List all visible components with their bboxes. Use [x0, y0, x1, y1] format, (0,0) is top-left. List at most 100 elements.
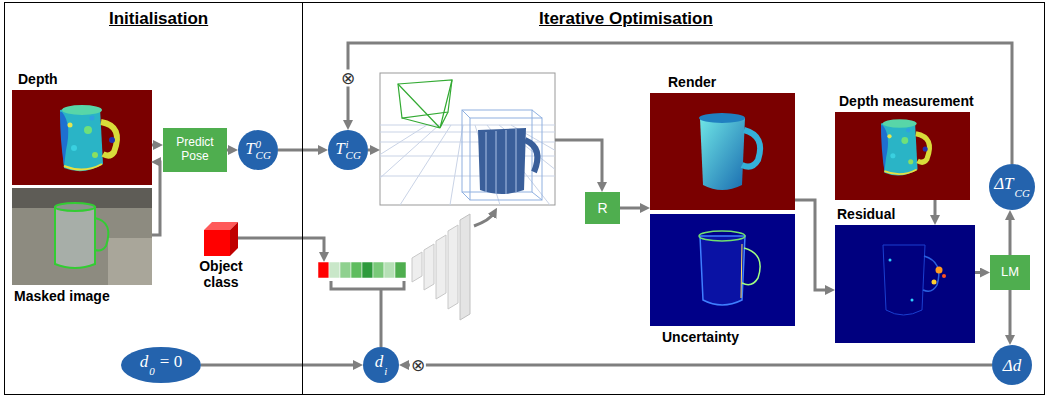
superscript: i: [346, 139, 361, 150]
multiply-symbol: ⊗: [340, 70, 356, 87]
flow-arrow: [620, 207, 644, 210]
variable-ellipse: d0= 0: [121, 347, 201, 383]
measurement-background: [835, 112, 970, 200]
frustum-edges: [398, 80, 452, 128]
variable-circle: di: [363, 347, 399, 383]
depth-background: [12, 90, 152, 185]
math-expression: ΔTCG: [994, 175, 1030, 199]
measurement-cloud: [881, 119, 929, 175]
box-label: LM: [1001, 265, 1019, 280]
bounding-box: [462, 110, 542, 200]
grid-line: [450, 125, 463, 205]
render-image: Render: [650, 93, 795, 210]
script-stack: 0CG: [256, 139, 271, 161]
code-cell: [362, 262, 373, 278]
section-heading: Iterative Optimisation: [539, 9, 713, 29]
process-box: LM: [990, 255, 1030, 290]
code-cell: [395, 262, 406, 278]
math-expression: T0CG: [245, 139, 271, 161]
box-label: R: [597, 200, 607, 216]
subscript: CG: [346, 150, 361, 161]
grid-line: [380, 125, 427, 205]
residual-background: [835, 225, 975, 343]
masked-image: Masked image: [12, 188, 152, 285]
flow-arrow: [934, 200, 937, 219]
uncertainty-rim: [699, 231, 745, 241]
variable-circle: Δd: [992, 345, 1032, 385]
decoder-layer: [460, 214, 470, 320]
flow-arrow: [795, 200, 829, 290]
decoder-layer: [448, 225, 458, 309]
math-symbol: d: [140, 352, 149, 371]
code-cell: [384, 262, 395, 278]
math-expression: TiCG: [335, 139, 361, 161]
code-cell: [351, 262, 362, 278]
grid-line: [380, 132, 555, 133]
subscript: 0: [149, 366, 155, 377]
section-panel: Iterative OptimisationTiCGdiRRenderUncer…: [302, 2, 1045, 395]
depth-cloud: [60, 105, 117, 171]
photo-mug: [55, 207, 95, 268]
photo-mug-rim: [55, 203, 95, 211]
math-expression: Δd: [1003, 357, 1021, 374]
code-bracket: [331, 281, 404, 289]
image-caption: Masked image: [14, 288, 110, 304]
view-grid: [380, 125, 555, 205]
image-caption: Depth measurement: [839, 93, 974, 109]
latent-code: [318, 262, 406, 278]
math-symbol: d: [375, 352, 384, 371]
cube-side: [230, 222, 238, 256]
decoder-wire: [474, 213, 494, 226]
uncertainty-mug: [700, 236, 745, 305]
math-symbol: ΔT: [994, 174, 1013, 193]
decoder-layer: [436, 235, 446, 299]
code-cell: [373, 262, 384, 278]
flow-arrow: [1009, 216, 1012, 255]
grid-line: [380, 156, 555, 157]
math-expression: di: [375, 353, 388, 377]
photo-paper: [108, 238, 152, 285]
math-symbol: Δd: [1003, 356, 1021, 375]
superscript: 0: [256, 139, 271, 150]
flow-arrow: [348, 43, 1012, 164]
pose-wire: [368, 149, 374, 152]
residual-handle: [923, 256, 939, 291]
grid-line: [380, 176, 555, 177]
flow-arrow: [975, 271, 984, 274]
subscript: CG: [256, 150, 271, 161]
box-edges: [462, 110, 542, 200]
section-panel: InitialisationDepthMasked imagePredict P…: [4, 2, 303, 395]
code-cell: [318, 262, 329, 278]
flow-arrow: [201, 364, 357, 367]
decoder-network: [412, 214, 470, 320]
grid-line: [380, 125, 555, 126]
decoder-layer: [412, 252, 422, 282]
script-stack: 0: [149, 366, 155, 377]
render-rim: [699, 113, 745, 123]
depth-image: Depth: [12, 90, 152, 185]
flow-arrow: [152, 144, 157, 147]
multiply-symbol: ⊗: [410, 357, 426, 374]
class-label: Object class: [186, 258, 256, 296]
flow-arrow: [227, 149, 232, 152]
flow-arrow: [152, 162, 160, 235]
variable-circle: ΔTCG: [989, 164, 1035, 210]
decoder-layer: [424, 244, 434, 290]
uncertainty-background: [650, 214, 795, 326]
view-wire: [555, 140, 602, 186]
view-frame: [380, 73, 555, 205]
depth-image: Depth measurement: [835, 112, 970, 200]
residual-spot: [889, 259, 892, 262]
box-label: Predict Pose: [163, 136, 227, 164]
code-bracket-stem: [380, 289, 383, 347]
image-caption: Depth: [18, 71, 58, 87]
uncertainty-edge: [741, 244, 742, 298]
uncertainty-handle: [742, 248, 760, 285]
process-box: Predict Pose: [163, 128, 227, 172]
render-background: [650, 93, 795, 210]
render-handle: [742, 130, 760, 167]
flow-arrow: [405, 364, 992, 367]
script-stack: CG: [1015, 188, 1030, 199]
